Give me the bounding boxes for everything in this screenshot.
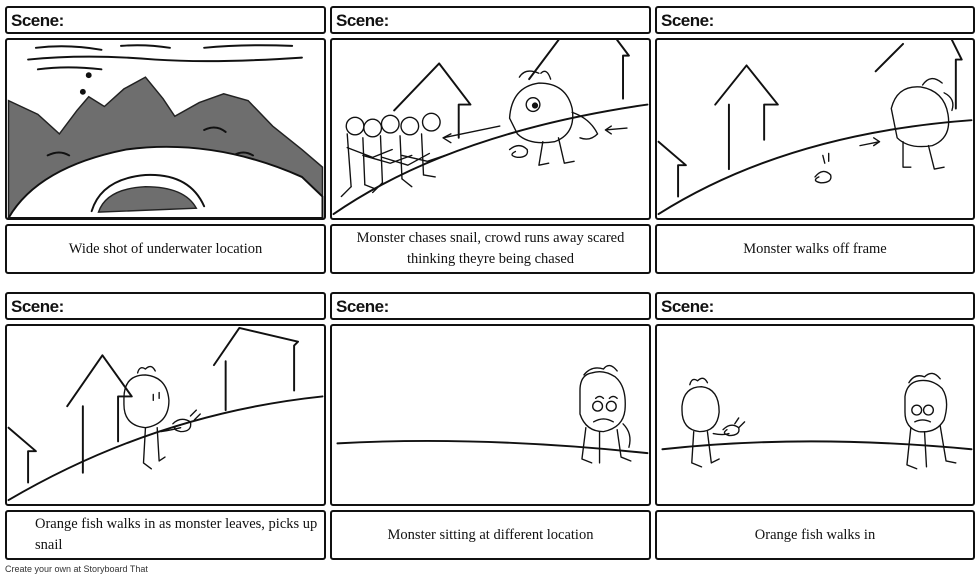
caption-1: Wide shot of underwater location (5, 224, 326, 274)
caption-text: Monster walks off frame (743, 240, 887, 257)
scene-bar-2: Scene: (330, 6, 651, 34)
scene-label: Scene: (661, 297, 714, 316)
caption-text: Monster chases snail, crowd runs away sc… (356, 230, 625, 267)
scene-bar-6: Scene: (655, 292, 975, 320)
caption-3: Monster walks off frame (655, 224, 975, 274)
scene-label: Scene: (661, 11, 714, 30)
panel-1-illustration (5, 38, 326, 220)
scene-label: Scene: (336, 297, 389, 316)
caption-4: Orange fish walks in as monster leaves, … (5, 510, 326, 560)
footer-link[interactable]: Create your own at Storyboard That (5, 564, 148, 574)
scene-label: Scene: (11, 297, 64, 316)
scene-label: Scene: (336, 11, 389, 30)
monster-sitting-drawing (336, 364, 649, 464)
panel-3-illustration (655, 38, 975, 220)
underwater-landscape-drawing (7, 44, 324, 218)
orange-fish-picks-snail-drawing (7, 326, 324, 502)
scene-label: Scene: (11, 11, 64, 30)
caption-2: Monster chases snail, crowd runs away sc… (330, 224, 651, 274)
caption-text: Wide shot of underwater location (68, 240, 263, 257)
scene-bar-5: Scene: (330, 292, 651, 320)
panel-2-illustration (330, 38, 651, 220)
orange-fish-walks-in-drawing (661, 372, 973, 470)
scene-bar-1: Scene: (5, 6, 326, 34)
monster-walks-off-drawing (657, 40, 973, 216)
caption-text: Monster sitting at different location (387, 526, 594, 543)
scene-bar-4: Scene: (5, 292, 326, 320)
caption-text: Orange fish walks in (754, 526, 876, 543)
monster-chase-drawing (332, 40, 649, 216)
caption-5: Monster sitting at different location (330, 510, 651, 560)
scene-bar-3: Scene: (655, 6, 975, 34)
panel-5-illustration (330, 324, 651, 506)
caption-text: Orange fish walks in as monster leaves, … (35, 516, 318, 553)
panel-4-illustration (5, 324, 326, 506)
panel-6-illustration (655, 324, 975, 506)
caption-6: Orange fish walks in (655, 510, 975, 560)
